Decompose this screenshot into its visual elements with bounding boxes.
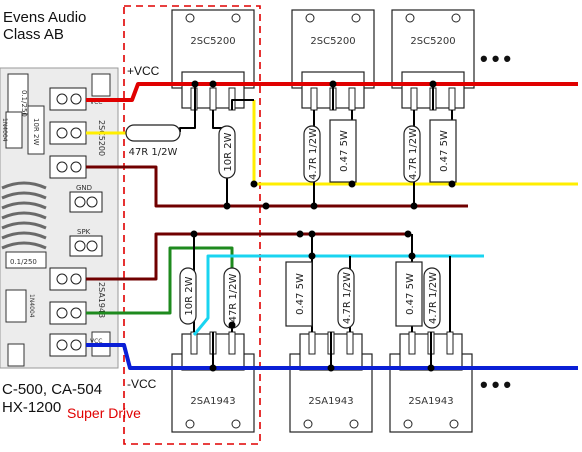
resistor-label: 4.7R 1/2W	[308, 128, 319, 180]
transistor-label: 2SA1943	[190, 396, 235, 407]
bottom-base-resistor-1: 4.7R 1/2W	[337, 267, 355, 329]
junction-dot	[310, 202, 318, 210]
drive-wire-bottom	[86, 232, 408, 281]
neg-rail-label: -VCC	[127, 377, 157, 391]
super-drive-box	[123, 5, 261, 445]
pnp-transistor-3: 2SA1943	[389, 331, 473, 433]
inductor-coil	[1, 181, 47, 250]
junction-dot	[429, 80, 437, 88]
junction-dot	[262, 202, 270, 210]
pcb-label-vcc-bottom: VCC	[90, 338, 102, 345]
junction-dot	[329, 80, 337, 88]
resistor-label: 0.47 5W	[339, 130, 350, 172]
bottom-emitter-resistor-2: 0.47 5W	[395, 261, 423, 327]
more-top-indicator: •••	[480, 46, 516, 71]
title-line-2: Class AB	[3, 26, 64, 43]
top-base-resistor-1: 4.7R 1/2W	[303, 125, 321, 183]
more-bottom-indicator: •••	[480, 372, 516, 397]
resistor-label: 4.7R 1/2W	[408, 128, 419, 180]
bottom-feed-resistor: 47R 1/2W	[223, 267, 241, 329]
title-line-1: Evens Audio	[3, 9, 87, 26]
resistor-label: 47R 1/2W	[228, 273, 239, 322]
transistor-label: 2SC5200	[190, 36, 235, 47]
pcb-label-cap-top: 0.1/250	[20, 90, 28, 117]
resistor-label: 0.47 5W	[295, 273, 306, 315]
pcb-label-diode-top: 1N4004	[1, 118, 8, 142]
pcb-label-spk: SPK	[77, 228, 91, 236]
junction-dot	[348, 180, 356, 188]
npn-transistor-3: 2SC5200	[391, 9, 475, 111]
resistor-label: 0.47 5W	[405, 273, 416, 315]
junction-dot	[250, 180, 258, 188]
junction-dot	[223, 202, 231, 210]
transistor-label: 2SC5200	[410, 36, 455, 47]
models-line-1: C-500, CA-504	[2, 381, 103, 398]
pcb-board: 0.1/250 1N4004 10R 2W 2SC5200 VCC GND SP…	[0, 67, 119, 369]
junction-dot	[308, 252, 316, 260]
pos-rail-label: +VCC	[127, 64, 160, 78]
transistor-label: 2SC5200	[310, 36, 355, 47]
top-base-resistor-2: 4.7R 1/2W	[403, 125, 421, 183]
resistor-label: 10R 2W	[184, 276, 195, 315]
bottom-driver-resistor: 10R 2W	[179, 267, 197, 325]
top-emitter-resistor-2: 0.47 5W	[429, 119, 457, 183]
junction-dot	[228, 321, 236, 329]
trace	[231, 99, 254, 110]
pcb-label-diode-bottom: 1N4004	[28, 294, 35, 318]
pcb-label-npn: 2SC5200	[97, 120, 106, 156]
trace	[179, 110, 196, 132]
pcb-label-resistor-top: 10R 2W	[32, 118, 40, 145]
junction-dot	[209, 364, 217, 372]
junction-dot	[296, 230, 304, 238]
junction-dot	[448, 180, 456, 188]
junction-dot	[408, 252, 416, 260]
models-line-2: HX-1200	[2, 399, 62, 416]
pos-rail-wire	[86, 82, 578, 102]
pcb-label-pnp: 2SA1943	[97, 282, 106, 318]
resistor-label: 47R 1/2W	[129, 147, 178, 158]
junction-dot	[404, 230, 412, 238]
neg-rail-wire	[86, 343, 578, 370]
resistor-label: 4.7R 1/2W	[428, 272, 439, 324]
top-driver-resistor: 10R 2W	[218, 125, 236, 179]
transistor-label: 2SA1943	[408, 396, 453, 407]
bottom-base-resistor-2: 4.7R 1/2W	[423, 267, 441, 329]
pcb-label-gnd: GND	[76, 184, 92, 192]
super-drive-label: Super Drive	[67, 405, 141, 421]
resistor-label: 0.47 5W	[439, 130, 450, 172]
cyan-wire	[192, 254, 484, 336]
junction-dot	[410, 202, 418, 210]
bottom-emitter-resistor-1: 0.47 5W	[285, 261, 313, 327]
transistor-label: 2SA1943	[308, 396, 353, 407]
npn-transistor-1: 2SC5200	[171, 9, 255, 111]
junction-dot	[327, 364, 335, 372]
junction-dot	[191, 80, 199, 88]
pcb-label-cap-bottom: 0.1/250	[10, 258, 37, 266]
resistor-label: 10R 2W	[223, 132, 234, 171]
junction-dot	[209, 80, 217, 88]
junction-dot	[190, 230, 198, 238]
resistor-label: 4.7R 1/2W	[342, 272, 353, 324]
junction-dot	[427, 364, 435, 372]
pcb-label-vcc-top: VCC	[90, 99, 102, 106]
base-feed-resistor: 47R 1/2W	[125, 124, 181, 158]
junction-dot	[308, 230, 316, 238]
top-emitter-resistor-1: 0.47 5W	[329, 119, 357, 183]
